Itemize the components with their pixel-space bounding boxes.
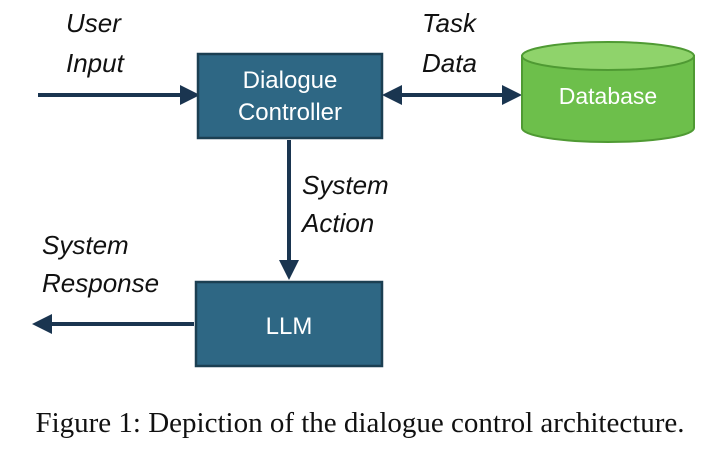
llm-label: LLM [266,313,313,340]
database-node: Database [521,41,695,143]
database-label: Database [559,83,657,109]
system-response-label-line1: System [42,230,129,260]
task-data-label-line1: Task [422,8,478,38]
dialogue-controller-label-line2: Controller [238,99,342,126]
dialogue-controller-node: Dialogue Controller [196,52,384,140]
figure-caption: Figure 1: Depiction of the dialogue cont… [35,407,684,439]
system-response-label-line2: Response [42,268,159,298]
user-input-label-line2: Input [66,48,126,78]
llm-node: LLM [194,280,384,368]
dialogue-controller-label-line1: Dialogue [243,67,338,94]
system-action-label-line1: System [302,170,389,200]
user-input-label-line1: User [66,8,122,38]
task-data-label-line2: Data [422,48,477,78]
system-action-label-line2: Action [300,208,374,238]
